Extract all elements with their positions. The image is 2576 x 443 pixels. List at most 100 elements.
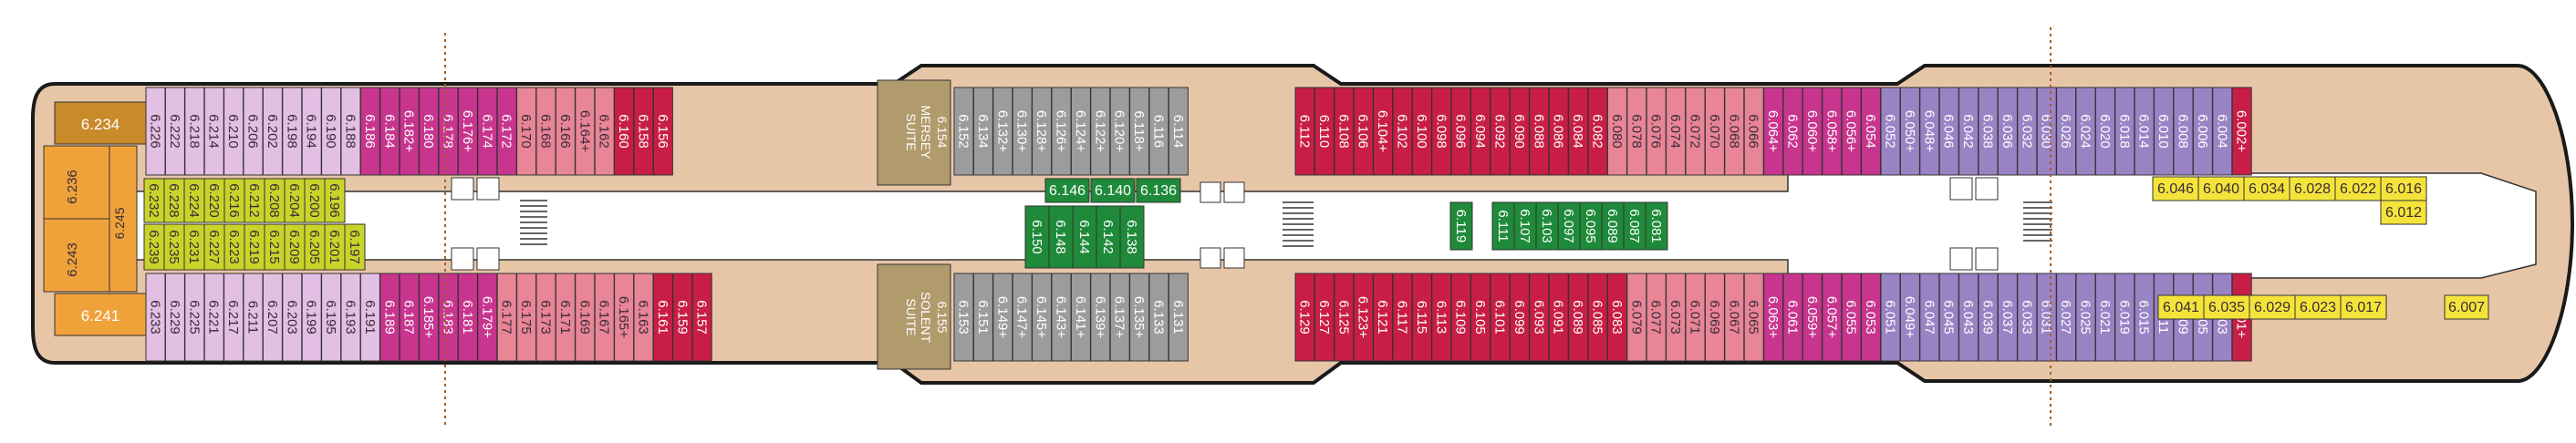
cabin-6087[interactable] <box>1623 201 1646 251</box>
cabin-6150-label: 6.150 <box>1029 220 1044 254</box>
cabin-6153-label: 6.153 <box>956 300 971 335</box>
cabin-6197[interactable] <box>344 223 366 271</box>
cabin-6081[interactable] <box>1645 201 1668 251</box>
cabin-6173-label: 6.173 <box>538 300 554 335</box>
cabin-6107[interactable] <box>1513 201 1537 251</box>
cabin-6187-label: 6.187 <box>401 300 417 335</box>
cabin-6150[interactable] <box>1024 205 1050 269</box>
cabin-6085-label: 6.085 <box>1590 300 1605 335</box>
cabin-6119[interactable] <box>1449 201 1473 251</box>
cabin-6002[interactable] <box>2231 87 2252 176</box>
cabin-6099-label: 6.099 <box>1511 300 1527 335</box>
solent-suite-line1: SOLENT <box>919 292 933 343</box>
cabin-6140[interactable] <box>1090 178 1136 203</box>
cabin-6124-label: 6.124+ <box>1073 110 1088 153</box>
suite-6243-label: 6.243 <box>65 242 80 277</box>
cabin-6041-label: 6.041 <box>2163 300 2199 315</box>
cabin-6138[interactable] <box>1119 205 1145 269</box>
solent-suite[interactable] <box>877 263 951 370</box>
cabin-6193-label: 6.193 <box>343 300 358 335</box>
cabin-6196[interactable] <box>324 178 346 223</box>
cabin-6107-label: 6.107 <box>1517 209 1532 243</box>
cabin-6087-label: 6.087 <box>1626 209 1642 243</box>
cabin-6035[interactable] <box>2203 294 2250 320</box>
cabin-6136-label: 6.136 <box>1140 183 1177 199</box>
cabin-6098-label: 6.098 <box>1433 114 1449 149</box>
cabin-6157-label: 6.157 <box>694 300 710 335</box>
cabin-6061-label: 6.061 <box>1785 300 1801 335</box>
cabin-6223-label: 6.223 <box>226 230 242 264</box>
cabin-6031-label: 6.031 <box>2039 300 2054 335</box>
cabin-6015-label: 6.015 <box>2136 300 2152 335</box>
cabin-6147-label: 6.147+ <box>1014 296 1030 339</box>
cabin-6056-label: 6.056+ <box>1844 110 1859 153</box>
cabin-6021-label: 6.021 <box>2097 300 2113 335</box>
cabin-6131[interactable] <box>1168 273 1189 362</box>
cabin-6188-label: 6.188 <box>343 114 358 149</box>
cabin-6129-label: 6.129 <box>1297 300 1313 335</box>
cabin-6156-label: 6.156 <box>655 114 670 149</box>
cabin-6023[interactable] <box>2294 294 2342 320</box>
cabin-6037-label: 6.037 <box>2000 300 2015 335</box>
cabin-6058-label: 6.058+ <box>1823 110 1839 153</box>
solent-suite-line2: SUITE <box>904 298 919 335</box>
suite-6245-label: 6.245 <box>112 207 127 239</box>
cabin-6012[interactable] <box>2380 200 2427 225</box>
cabin-6053-label: 6.053 <box>1863 300 1878 335</box>
mersey-suite[interactable] <box>877 79 951 186</box>
cabin-6029[interactable] <box>2249 294 2296 320</box>
cabin-6211-label: 6.211 <box>245 301 261 334</box>
cabin-6004-label: 6.004 <box>2214 114 2229 149</box>
cabin-6157[interactable] <box>691 273 712 362</box>
suite-6234[interactable] <box>54 101 147 145</box>
cabin-6214-label: 6.214 <box>206 114 222 149</box>
cabin-6059-label: 6.059+ <box>1804 296 1820 339</box>
cabin-6144[interactable] <box>1072 205 1097 269</box>
cabin-6148[interactable] <box>1048 205 1074 269</box>
cabin-6144-label: 6.144 <box>1076 220 1092 254</box>
cabin-6186-label: 6.186 <box>362 114 378 149</box>
cabin-6040[interactable] <box>2197 176 2245 201</box>
cabin-6114[interactable] <box>1168 87 1189 176</box>
cabin-6142[interactable] <box>1096 205 1121 269</box>
cabin-6215-label: 6.215 <box>266 230 282 264</box>
suite-6243[interactable] <box>43 218 110 293</box>
cabin-6016[interactable] <box>2380 176 2427 201</box>
cabin-6007[interactable] <box>2444 294 2489 320</box>
cabin-6028[interactable] <box>2289 176 2336 201</box>
cabin-6146[interactable] <box>1044 178 1090 203</box>
cabin-6140-label: 6.140 <box>1095 183 1131 199</box>
cabin-6121-label: 6.121 <box>1375 300 1390 335</box>
cabin-6177-label: 6.177 <box>499 300 514 335</box>
cabin-6161-label: 6.161 <box>655 300 670 335</box>
cabin-6046-label: 6.046 <box>2157 181 2194 197</box>
cabin-6156[interactable] <box>652 87 673 176</box>
suite-6245[interactable] <box>109 145 138 293</box>
cabin-6052-label: 6.052 <box>1883 114 1898 149</box>
cabin-6118-label: 6.118+ <box>1131 110 1147 151</box>
cabin-6212-label: 6.212 <box>246 183 262 218</box>
cabin-6065-label: 6.065 <box>1746 300 1761 335</box>
cabin-6034[interactable] <box>2243 176 2290 201</box>
cabin-6164-label: 6.164+ <box>576 110 592 153</box>
suite-6236[interactable] <box>43 145 110 220</box>
cabin-6136[interactable] <box>1136 178 1181 203</box>
cabin-6089[interactable] <box>1601 201 1625 251</box>
cabin-6159-label: 6.159 <box>674 300 690 335</box>
cabin-6152-label: 6.152 <box>956 114 971 149</box>
cabin-6046[interactable] <box>2152 176 2199 201</box>
suite-6241[interactable] <box>54 293 147 336</box>
cabin-6089-label: 6.089 <box>1570 300 1585 335</box>
cabin-6016-label: 6.016 <box>2385 181 2422 197</box>
cabin-6180-label: 6.180 <box>421 114 436 149</box>
cabin-6097[interactable] <box>1557 201 1581 251</box>
cabin-6168-label: 6.168 <box>538 114 554 149</box>
cabin-6017-label: 6.017 <box>2345 300 2382 315</box>
cabin-6225-label: 6.225 <box>186 300 202 335</box>
cabin-6038-label: 6.038 <box>1980 114 1996 149</box>
cabin-6017[interactable] <box>2340 294 2387 320</box>
